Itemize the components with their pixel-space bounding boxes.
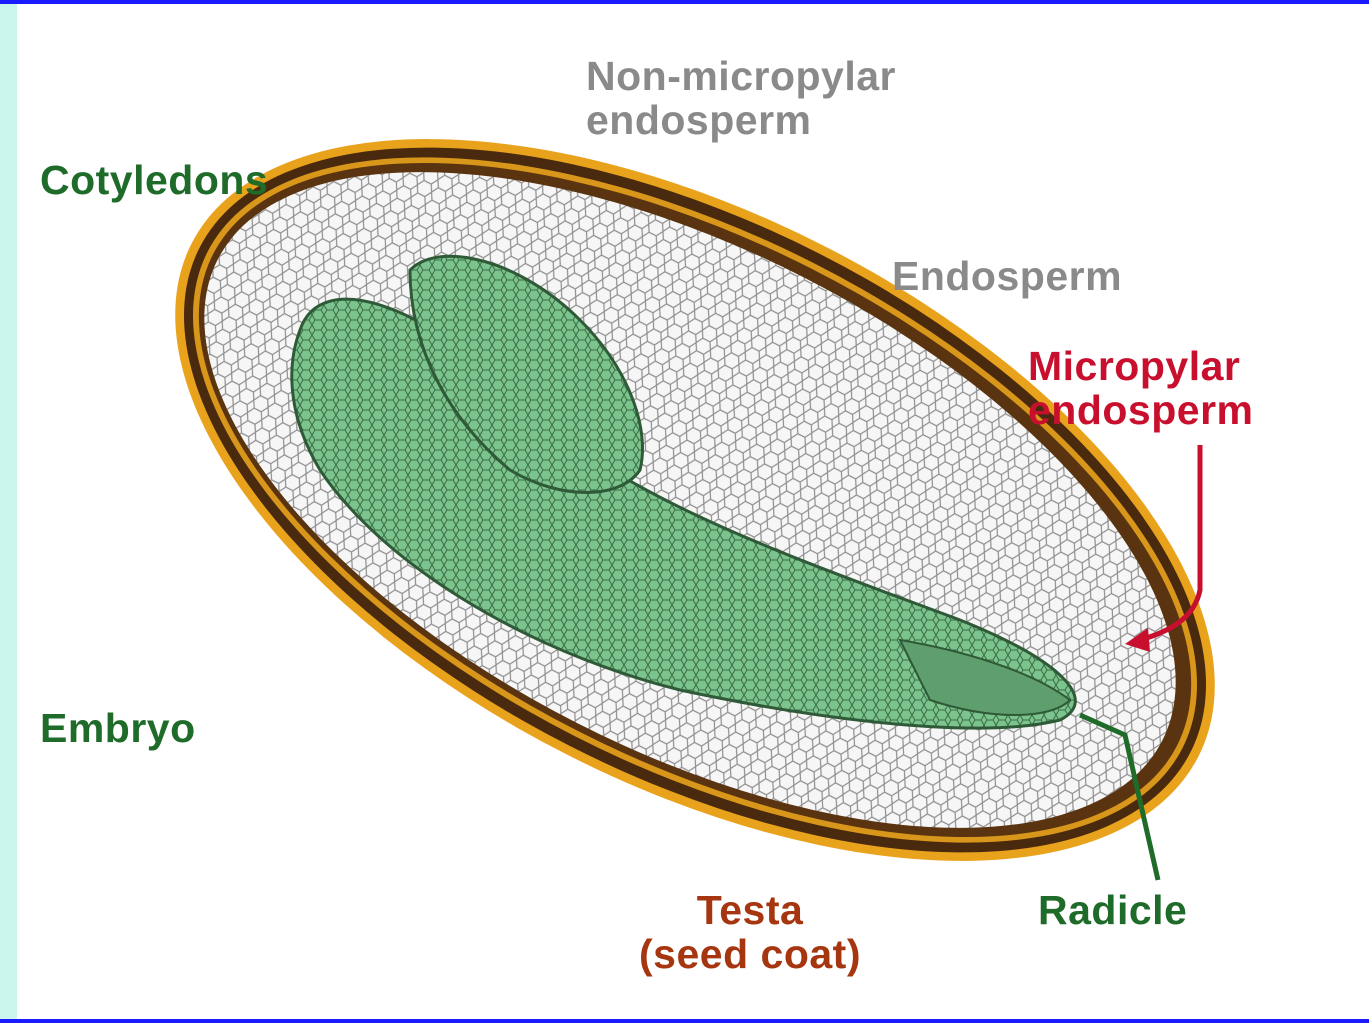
label-embryo: Embryo (40, 706, 196, 750)
label-non-micropylar-endosperm: Non-micropylar endosperm (586, 54, 896, 142)
label-radicle: Radicle (1038, 888, 1187, 932)
label-cotyledons: Cotyledons (40, 158, 268, 202)
label-endosperm: Endosperm (892, 254, 1122, 298)
label-micropylar-endosperm: Micropylar endosperm (1028, 344, 1254, 432)
label-testa-seed-coat: Testa (seed coat) (585, 888, 915, 976)
